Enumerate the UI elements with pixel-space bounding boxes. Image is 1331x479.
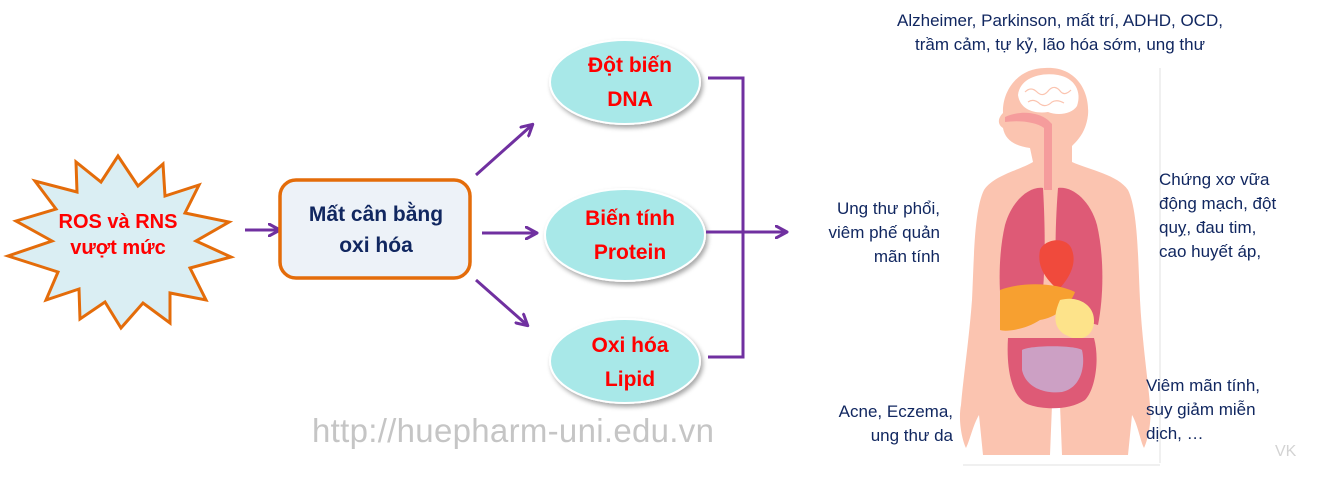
protein-ellipse-shape: [544, 188, 706, 282]
effect-node-dna-line2: DNA: [607, 88, 653, 111]
disease-label-skin-line2: ung thư da: [870, 426, 953, 445]
disease-label-cardio-line4: cao huyết áp,: [1159, 242, 1262, 261]
imbalance-node-line2: oxi hóa: [339, 234, 413, 257]
source-node-line1: ROS và RNS: [58, 211, 178, 233]
disease-label-cardio: Chứng xơ vữa động mạch, đột quỵ, đau tim…: [1159, 168, 1329, 264]
disease-label-cardio-line2: động mạch, đột: [1159, 194, 1277, 213]
effect-node-lipid-line2: Lipid: [604, 368, 656, 391]
effect-node-dna: Đột biến DNA: [555, 48, 705, 118]
effect-node-protein: Biến tính Protein: [550, 200, 710, 272]
disease-label-skin: Acne, Eczema, ung thư da: [790, 400, 953, 448]
disease-label-neuro-line1: Alzheimer, Parkinson, mất trí, ADHD, OCD…: [897, 11, 1223, 30]
disease-label-lung-line3: mãn tính: [873, 247, 940, 266]
starburst-shape: [3, 153, 236, 331]
merge-bracket: [708, 76, 745, 359]
watermark-url: http://huepharm-uni.edu.vn: [312, 412, 715, 449]
effect-node-protein-line1: Biến tính: [585, 207, 675, 231]
signature-mark: VK: [1275, 443, 1297, 460]
imbalance-node-line1: Mất cân bằng: [308, 202, 444, 226]
disease-label-immune-line2: suy giảm miễn: [1146, 400, 1256, 419]
effect-node-dna-line1: Đột biến: [588, 54, 672, 78]
disease-label-neuro: Alzheimer, Parkinson, mất trí, ADHD, OCD…: [840, 9, 1280, 57]
arrow-to-lipid: [475, 278, 527, 325]
arrow-to-dna: [475, 125, 532, 177]
lipid-ellipse-shape: [549, 318, 701, 404]
imbalance-node: Mất cân bằng oxi hóa: [282, 190, 470, 270]
disease-label-immune: Viêm mãn tính, suy giảm miễn dịch, …: [1146, 374, 1326, 446]
disease-label-lung-line2: viêm phế quản: [828, 223, 940, 242]
disease-label-lung: Ung thư phổi, viêm phế quản mãn tính: [790, 197, 940, 269]
disease-label-lung-line1: Ung thư phổi,: [836, 199, 940, 218]
effect-node-protein-line2: Protein: [593, 241, 667, 264]
disease-label-cardio-line1: Chứng xơ vữa: [1159, 170, 1270, 189]
disease-label-skin-line1: Acne, Eczema,: [838, 402, 953, 421]
source-node: ROS và RNS vượt mức: [20, 200, 216, 270]
disease-label-neuro-line2: trầm cảm, tự kỷ, lão hóa sớm, ung thư: [915, 35, 1205, 54]
source-node-line2: vượt mức: [70, 237, 166, 259]
imbalance-box-shape: [278, 178, 472, 280]
effect-node-lipid: Oxi hóa Lipid: [555, 328, 705, 398]
human-body-illustration: [959, 67, 1161, 466]
effect-node-lipid-line1: Oxi hóa: [591, 334, 669, 358]
disease-label-immune-line1: Viêm mãn tính,: [1146, 376, 1261, 395]
disease-label-cardio-line3: quỵ, đau tim,: [1159, 218, 1257, 237]
dna-ellipse-shape: [549, 39, 701, 125]
disease-label-immune-line3: dịch, …: [1146, 424, 1204, 443]
